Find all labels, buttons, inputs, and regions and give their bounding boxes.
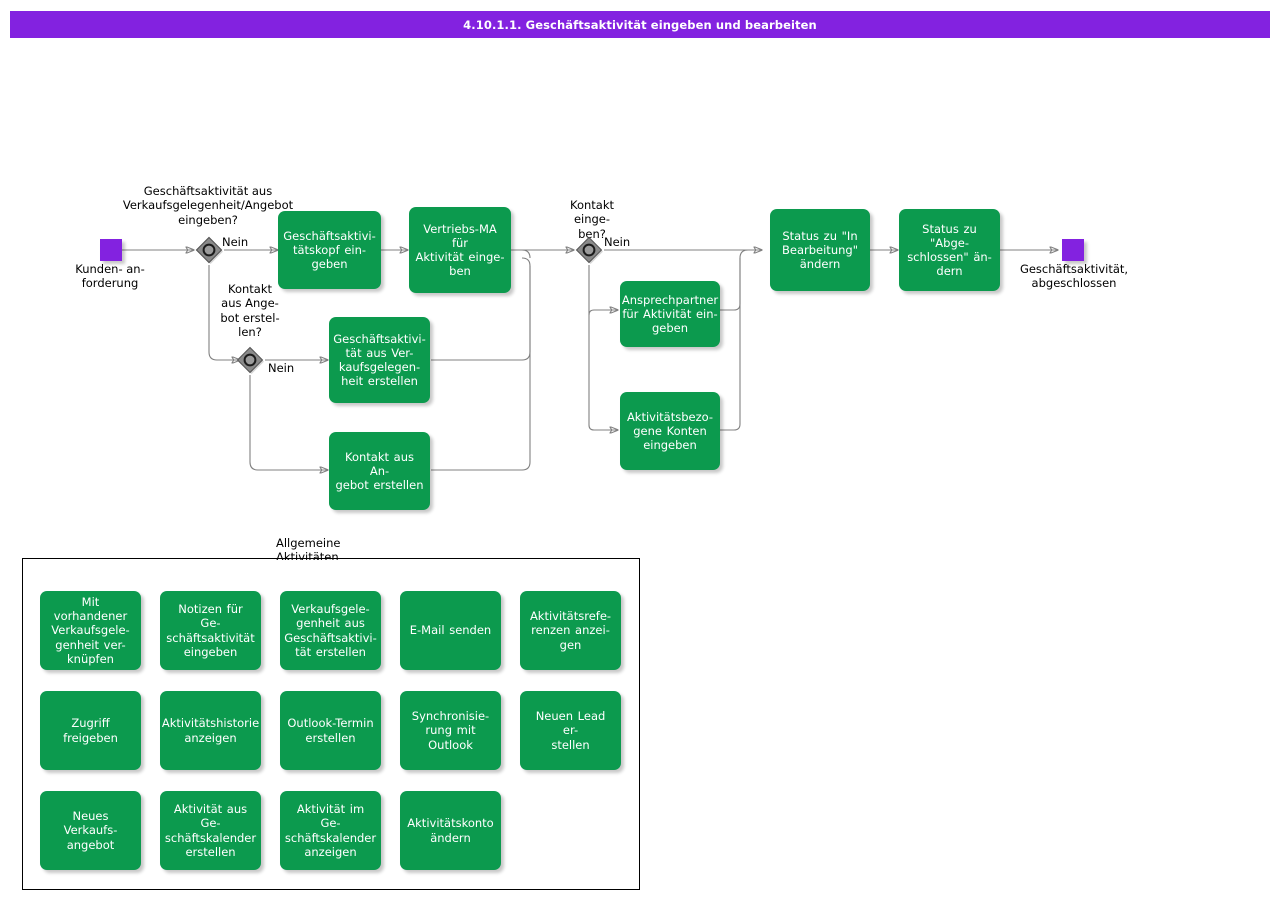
activity-synchronisierung-mit-outlook[interactable]: Synchronisie- rung mit Outlook (400, 691, 501, 770)
wire-gw3-to-t5 (588, 310, 618, 316)
gateway-1-branch-label: Nein (222, 235, 249, 249)
task-geschaeftsaktivitaet-aus-verkaufsgelegenheit[interactable]: Geschäftsaktivi- tät aus Ver- kaufsgeleg… (329, 317, 430, 403)
inclusive-gateway-icon (236, 346, 264, 374)
gateway-1[interactable] (194, 235, 224, 265)
activity-neuen-lead-erstellen[interactable]: Neuen Lead er- stellen (520, 691, 621, 770)
start-event[interactable] (100, 239, 122, 261)
gateway-3-question: Kontakt einge- ben? (569, 198, 615, 241)
task-aktivitaetsbezogene-konten[interactable]: Aktivitätsbezo- gene Konten eingeben (620, 392, 720, 470)
page-title-bar: 4.10.1.1. Geschäftsaktivität eingeben un… (10, 11, 1270, 38)
activity-aktivitaetskonto-aendern[interactable]: Aktivitätskonto ändern (400, 791, 501, 870)
wire-gw3-to-t6 (588, 265, 618, 430)
activity-mit-vorhandener-verkaufsgelegenheit-verknuepfen[interactable]: Mit vorhandener Verkaufsgele- genheit ve… (40, 591, 141, 670)
activity-zugriff-freigeben[interactable]: Zugriff freigeben (40, 691, 141, 770)
gateway-2-branch-label: Nein (268, 361, 295, 375)
end-event-label: Geschäftsaktivität, abgeschlossen (1019, 262, 1129, 291)
wire-join-merge (511, 249, 531, 259)
wire-return-merge (739, 249, 762, 259)
wire-t6-return (720, 258, 741, 431)
activity-aktivitaetsreferenzen-anzeigen[interactable]: Aktivitätsrefe- renzen anzei- gen (520, 591, 621, 670)
inclusive-gateway-icon (575, 236, 603, 264)
activity-outlook-termin-erstellen[interactable]: Outlook-Termin erstellen (280, 691, 381, 770)
task-kontakt-aus-angebot-erstellen[interactable]: Kontakt aus An- gebot erstellen (329, 432, 430, 510)
task-geschaeftsaktivitaetskopf-eingeben[interactable]: Geschäftsaktivi- tätskopf ein- geben (278, 211, 381, 289)
activity-aktivitaet-im-geschaeftskalender-anzeigen[interactable]: Aktivität im Ge- schäftskalender anzeige… (280, 791, 381, 870)
inclusive-gateway-icon (195, 236, 223, 264)
wire-gw2-to-t4 (249, 375, 328, 470)
activity-aktivitaet-aus-geschaeftskalender-erstellen[interactable]: Aktivität aus Ge- schäftskalender erstel… (160, 791, 261, 870)
gateway-3[interactable] (574, 235, 604, 265)
end-event[interactable] (1062, 239, 1084, 261)
group-panel-caption: Allgemeine Aktivitäten (276, 536, 341, 560)
gateway-3-branch-label: Nein (604, 235, 631, 249)
wire-t4-join (431, 266, 531, 471)
page-title: 4.10.1.1. Geschäftsaktivität eingeben un… (463, 17, 817, 32)
gateway-1-question: Geschäftsaktivität aus Verkaufsgelegenhe… (122, 184, 294, 227)
activity-neues-verkaufsangebot[interactable]: Neues Verkaufs- angebot (40, 791, 141, 870)
start-event-label: Kunden- an- forderung (75, 262, 145, 291)
gateway-2[interactable] (235, 345, 265, 375)
activity-email-senden[interactable]: E-Mail senden (400, 591, 501, 670)
task-vertriebs-ma-eingeben[interactable]: Vertriebs-MA für Aktivität einge- ben (409, 207, 511, 293)
wire-t5-return (720, 258, 741, 311)
task-ansprechpartner-fuer-aktivitaet[interactable]: Ansprechpartner für Aktivität ein- geben (620, 281, 720, 347)
gateway-2-question: Kontakt aus Ange- bot erstel- len? (220, 282, 280, 340)
activity-notizen-fuer-geschaeftsaktivitaet-eingeben[interactable]: Notizen für Ge- schäftsaktivität eingebe… (160, 591, 261, 670)
group-panel (22, 558, 640, 890)
task-status-abgeschlossen[interactable]: Status zu "Abge- schlossen" än- dern (899, 209, 1000, 291)
activity-aktivitaetshistorie-anzeigen[interactable]: Aktivitätshistorie anzeigen (160, 691, 261, 770)
activity-verkaufsgelegenheit-aus-geschaeftsaktivitaet-erstellen[interactable]: Verkaufsgele- genheit aus Geschäftsaktiv… (280, 591, 381, 670)
task-status-in-bearbeitung[interactable]: Status zu "In Bearbeitung" ändern (770, 209, 870, 291)
